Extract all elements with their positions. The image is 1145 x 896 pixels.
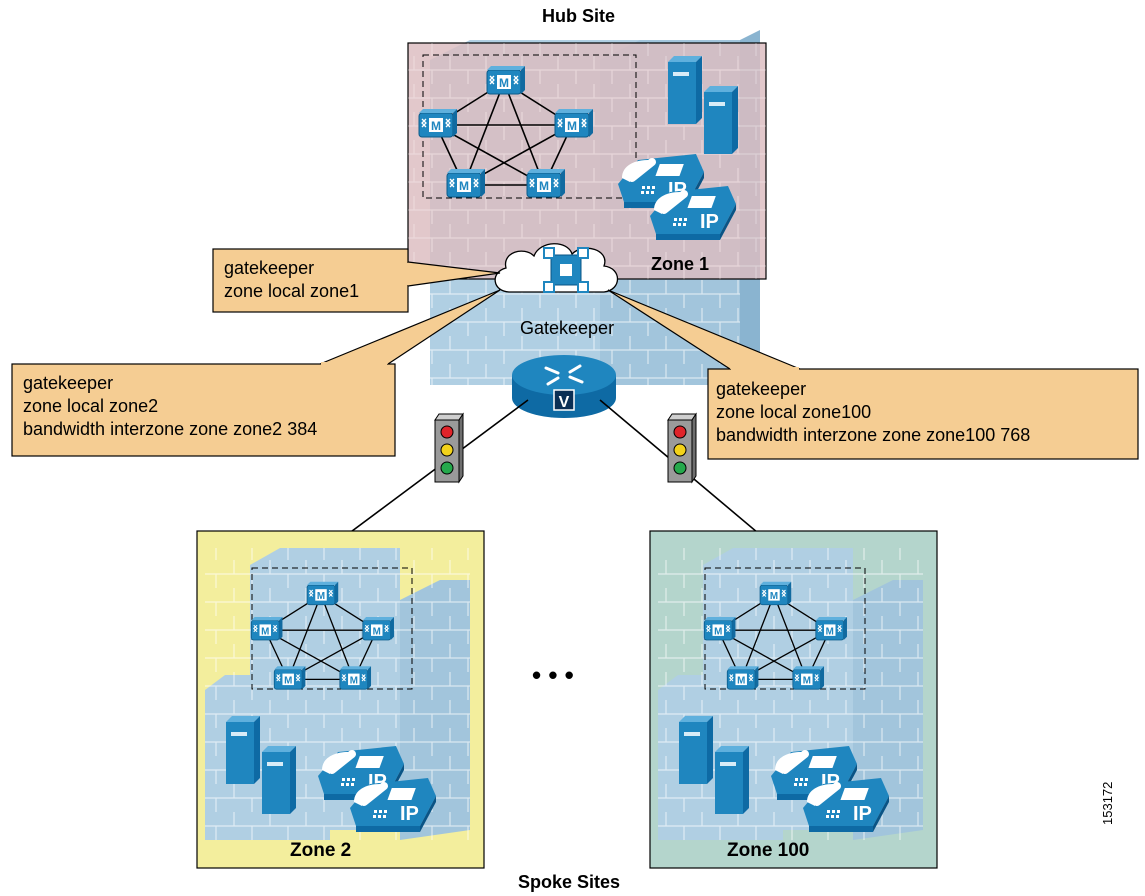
callout-zone1-box [212,248,501,313]
gatekeeper-cloud-icon [494,243,619,293]
callout-zone100-line: gatekeeper [716,379,807,399]
hub-site-title: Hub Site [542,6,616,26]
callout-zone1-line: zone local zone1 [224,281,360,301]
callout-zone2-line: gatekeeper [23,373,114,393]
svg-text:V: V [559,394,570,411]
callout-zone2-line: zone local zone2 [23,396,159,416]
traffic-light-zone2-icon [434,413,464,483]
traffic-light-zone100-icon [667,413,697,483]
router-icon: V [512,355,616,418]
figure-id: 153172 [1100,781,1115,825]
callout-zone1-text: gatekeeper zone local zone1 [224,257,359,303]
spoke-sites-title: Spoke Sites [518,872,621,892]
callout-zone100-box [607,289,1139,460]
zone1-label: Zone 1 [651,254,710,274]
callout-zone100-line: bandwidth interzone zone zone100 768 [716,425,1031,445]
wan-links [339,399,771,544]
callout-zone100-line: zone local zone100 [716,402,872,422]
gatekeeper-label: Gatekeeper [520,318,615,338]
zone2-label: Zone 2 [290,840,352,861]
callout-zone2-box [11,289,501,457]
callout-zone2-line: bandwidth interzone zone zone2 384 [23,419,318,439]
zone100-label: Zone 100 [727,840,810,861]
callout-zone100-text: gatekeeper zone local zone100 bandwidth … [716,378,1030,447]
ellipsis-more-sites: • • • [532,660,574,690]
callout-zone1-line: gatekeeper [224,258,315,278]
callout-zone2-text: gatekeeper zone local zone2 bandwidth in… [23,372,317,441]
